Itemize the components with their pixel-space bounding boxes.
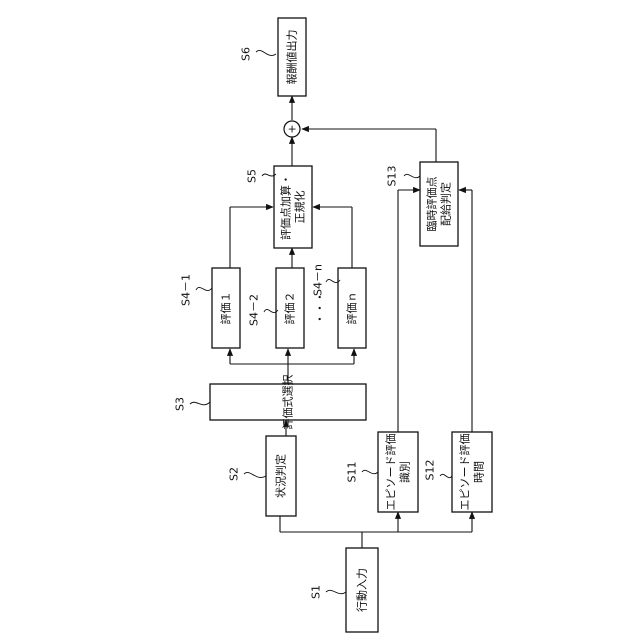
node-s13-text-2: 配給判定 [439,182,453,226]
node-s1: 行動入力 S1 [310,548,379,632]
node-s42-text: 評価２ [283,292,297,325]
node-s42: 評価２ S4－2 [248,268,305,348]
node-s12-text-2: 時間 [473,461,486,483]
node-s2-text: 状況判定 [274,454,288,498]
sum-junction: + [284,121,300,137]
node-s3-text: 評価式選択 [281,375,295,430]
node-s13-text-1: 臨時評価点 [425,177,439,232]
node-s5-id: S5 [246,169,259,183]
node-s12-text-1: エピソード評価 [458,434,472,511]
node-s41: 評価１ S4－1 [180,268,241,348]
node-s12: エピソード評価 時間 S12 [424,432,493,512]
node-s1-id: S1 [310,585,323,599]
node-s13: 臨時評価点 配給判定 S13 [386,162,459,246]
node-s41-text: 評価１ [219,292,233,325]
node-s1-text: 行動入力 [355,568,369,612]
node-s3-id: S3 [174,397,187,411]
node-s4n-text: 評価ｎ [345,292,359,325]
node-s11-text-1: エピソード評価 [384,434,398,511]
node-s11: エピソード評価 識別 S11 [346,432,419,512]
node-s6: 報酬値出力 S6 [240,18,307,96]
node-s5-text-2: 正規化 [293,191,307,224]
node-s42-id: S4－2 [248,294,261,326]
node-s11-id: S11 [346,462,359,483]
node-s6-text: 報酬値出力 [285,30,299,85]
node-s13-id: S13 [386,166,399,187]
node-s5-text-1: 評価点加算・ [279,174,293,240]
node-s12-id: S12 [424,460,437,481]
node-s41-id: S4－1 [180,274,193,306]
node-s2: 状況判定 S2 [228,436,297,516]
node-s6-id: S6 [240,47,253,61]
node-s3: 評価式選択 S3 [174,375,367,430]
sum-symbol: + [286,124,299,133]
node-s4n-id: S4－n [312,264,325,296]
node-s11-text-2: 識別 [399,461,412,483]
node-s2-id: S2 [228,467,241,481]
